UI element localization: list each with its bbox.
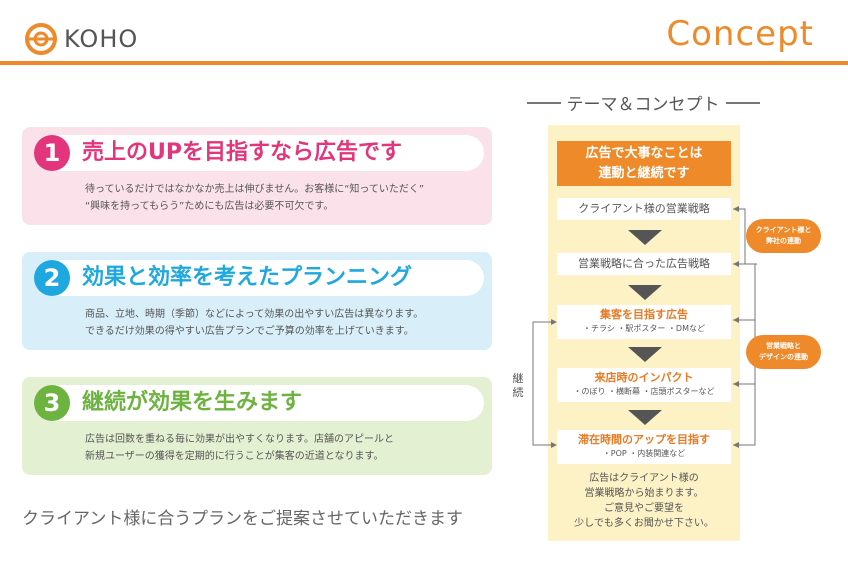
panel-note: 広告はクライアント様の 営業戦略から始まります。 ご意見やご要望を 少しでも多く… [557, 471, 731, 531]
flow-step-attract: 集客を目指す広告 ・チラシ ・駅ポスター ・DMなど [557, 305, 731, 339]
card-title-bar: 1 売上のUPを目指すなら広告です [34, 135, 484, 171]
flow-step-examples: ・POP ・内装関連など [602, 449, 686, 458]
panel-headline-line: 連動と継続です [598, 166, 690, 181]
card-title-bar: 2 効果と効率を考えたプランニング [34, 260, 484, 296]
number-badge: 2 [34, 260, 70, 296]
panel-note-line: 広告はクライアント様の [589, 473, 699, 484]
point-card-2: 2 効果と効率を考えたプランニング 商品、立地、時期（季節）などによって効果の出… [22, 252, 492, 350]
flow-step-title: 集客を目指す広告 [600, 308, 688, 321]
down-arrow-icon [628, 410, 662, 425]
proposal-tagline: クライアント様に合うプランをご提案させていただきます [22, 509, 463, 529]
bubble-line: デザインの連動 [759, 353, 808, 361]
card-body-line: 新規ユーザーの獲得を定期的に行うことが集客の近道となります。 [85, 451, 384, 462]
panel-title-text: テーマ＆コンセプト [566, 95, 720, 115]
card-body: 待っているだけではなかなか売上は伸びません。お客様に“知っていただく” “興味を… [85, 181, 485, 215]
panel-note-line: 営業戦略から始まります。 [584, 488, 704, 499]
panel-headline: 広告で大事なことは 連動と継続です [557, 141, 731, 186]
card-body-line: 商品、立地、時期（季節）などによって効果の出やすい広告は異なります。 [85, 309, 424, 320]
flow-step-title: 滞在時間のアップを目指す [578, 433, 710, 446]
number-badge: 3 [34, 385, 70, 421]
continuity-label: 継続 [512, 372, 524, 399]
page-title: Concept [666, 14, 814, 54]
point-card-1: 1 売上のUPを目指すなら広告です 待っているだけではなかなか売上は伸びません。… [22, 127, 492, 225]
panel-headline-line: 広告で大事なことは [585, 146, 703, 161]
card-body-line: 待っているだけではなかなか売上は伸びません。お客様に“知っていただく” [85, 184, 425, 195]
card-body-line: 広告は回数を重ねる毎に効果が出やすくなります。店舗のアピールと [85, 434, 394, 445]
card-body-line: できるだけ効果の得やすい広告プランでご予算の効率を上げていきます。 [85, 326, 414, 337]
card-title: 効果と効率を考えたプランニング [82, 265, 413, 290]
bubble-line: クライアント様と [755, 226, 812, 234]
link-bubble-client: クライアント様と 弊社の連動 [746, 219, 821, 253]
flow-step-stay: 滞在時間のアップを目指す ・POP ・内装関連など [557, 430, 731, 464]
card-title: 継続が効果を生みます [82, 390, 303, 415]
link-bubble-design: 営業戦略と デザインの連動 [746, 335, 821, 369]
card-body: 広告は回数を重ねる毎に効果が出やすくなります。店舗のアピールと 新規ユーザーの獲… [85, 431, 485, 465]
flow-step-examples: ・チラシ ・駅ポスター ・DMなど [583, 324, 705, 333]
panel-title: テーマ＆コンセプト [505, 90, 781, 115]
logo-text: KOHO [64, 25, 139, 53]
koho-logo-icon [25, 23, 57, 55]
card-title: 売上のUPを目指すなら広告です [82, 140, 402, 165]
point-card-3: 3 継続が効果を生みます 広告は回数を重ねる毎に効果が出やすくなります。店舗のア… [22, 377, 492, 475]
title-rule [725, 101, 760, 104]
card-title-bar: 3 継続が効果を生みます [34, 385, 484, 421]
flow-step-examples: ・のぼり ・横断幕 ・店頭ポスターなど [573, 387, 715, 396]
down-arrow-icon [628, 230, 662, 245]
flow-step-impact: 来店時のインパクト ・のぼり ・横断幕 ・店頭ポスターなど [557, 368, 731, 402]
logo: KOHO [24, 22, 138, 56]
card-body: 商品、立地、時期（季節）などによって効果の出やすい広告は異なります。 できるだけ… [85, 306, 485, 340]
flow-step-title: 来店時のインパクト [594, 371, 694, 384]
down-arrow-icon [628, 347, 662, 362]
panel-note-line: 少しでも多くお聞かせ下さい。 [574, 518, 714, 529]
flow-step-ad-strategy: 営業戦略に合った広告戦略 [557, 253, 731, 275]
number-badge: 1 [34, 135, 70, 171]
panel-note-line: ご意見やご要望を [604, 503, 684, 514]
card-body-line: “興味を持ってもらう”ためにも広告は必要不可欠です。 [85, 201, 334, 212]
bubble-line: 営業戦略と [766, 342, 801, 350]
flow-step-client-strategy: クライアント様の営業戦略 [557, 198, 731, 220]
header-divider [0, 61, 848, 65]
bubble-line: 弊社の連動 [766, 237, 801, 245]
down-arrow-icon [628, 285, 662, 300]
title-rule [526, 101, 561, 104]
